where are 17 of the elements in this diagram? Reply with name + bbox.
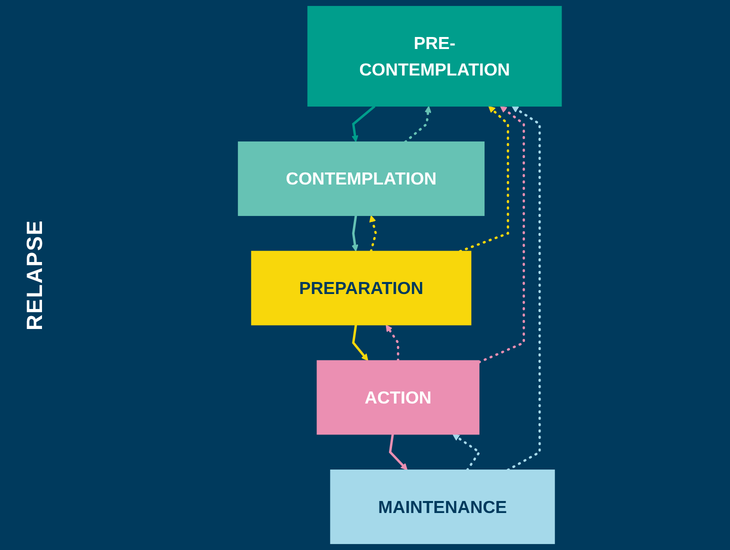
node-box: MAINTENANCE [330, 470, 556, 544]
arrow [404, 106, 432, 144]
arrow [452, 434, 482, 472]
node-box: PREPARATION [251, 250, 472, 326]
arrow [352, 105, 376, 142]
arrow [389, 434, 408, 470]
arrow [386, 324, 400, 362]
arrow [506, 106, 541, 472]
node-box: CONTEMPLATION [238, 141, 485, 216]
arrow [459, 106, 510, 252]
arrow [352, 324, 368, 361]
side-label: RELAPSE [22, 220, 48, 330]
arrow [369, 215, 378, 252]
arrow [352, 215, 359, 252]
arrow [478, 106, 526, 364]
node-box: ACTION [316, 360, 480, 435]
node-box: PRE-CONTEMPLATION [308, 6, 562, 107]
